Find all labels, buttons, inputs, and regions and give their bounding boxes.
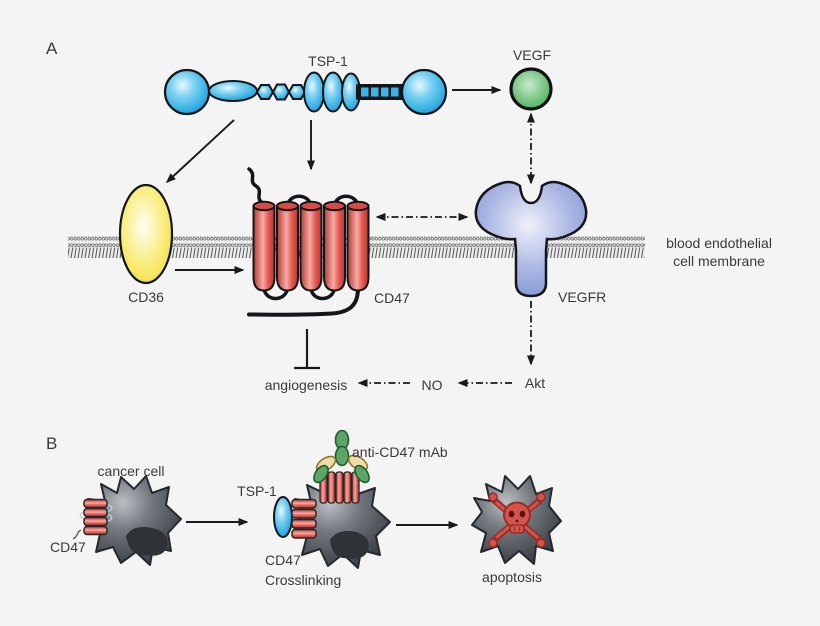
- panel-b-label: B: [46, 434, 57, 453]
- cancer-cell-label: cancer cell: [98, 463, 165, 479]
- solid-arrows: [165, 86, 502, 274]
- vegfr-label: VEGFR: [558, 289, 606, 305]
- cancer-cell-nucleus: [126, 527, 168, 556]
- antibody-fc: [334, 445, 350, 467]
- cancer-cell-nucleus: [330, 531, 369, 559]
- cd47-helix: [323, 205, 346, 292]
- apoptosis-label: apoptosis: [482, 569, 542, 585]
- cd47-helix-cap: [323, 200, 346, 212]
- panel-a-label: A: [46, 39, 58, 58]
- tsp1-label: TSP-1: [308, 53, 348, 69]
- antibody-fab-green: [313, 464, 329, 484]
- crosslinking-label-line1: CD47: [265, 552, 301, 568]
- cd47-receptor: [247, 167, 370, 317]
- cd47-helix: [276, 205, 299, 292]
- anti-cd47-antibody: [313, 429, 370, 484]
- membrane-label-line2: cell membrane: [673, 253, 765, 269]
- dashdot-arrows: [357, 112, 535, 387]
- cancer-cell-2: [273, 429, 391, 569]
- cd47-helix: [346, 205, 370, 292]
- cd47-helix-cap: [276, 200, 299, 212]
- cd36-receptor: [118, 183, 174, 285]
- cd47-n-terminus: [247, 167, 265, 205]
- skull-crossbones-icon: [488, 492, 546, 548]
- cd36-label: CD36: [128, 289, 164, 305]
- cd47-label: CD47: [374, 290, 410, 306]
- antibody-fab-green: [354, 464, 370, 484]
- membrane-label-line1: blood endothelial: [666, 235, 772, 251]
- tsp1-label-b: TSP-1: [237, 483, 277, 499]
- akt-label: Akt: [525, 375, 545, 391]
- apoptotic-cell: [471, 475, 562, 565]
- cd47-helix-cap: [252, 200, 276, 212]
- angiogenesis-label: angiogenesis: [265, 377, 348, 393]
- cd47-label-b: CD47: [50, 539, 86, 555]
- no-label: NO: [422, 377, 443, 393]
- anti-cd47-mab-label: anti-CD47 mAb: [352, 444, 448, 460]
- crosslinking-label-line2: Crosslinking: [265, 572, 341, 588]
- cd47-helix-cap: [299, 200, 323, 212]
- cd47-helix: [299, 205, 323, 292]
- arrow-tsp1-cd36: [165, 119, 235, 184]
- cd47-rods-side: [291, 498, 317, 539]
- inhibition-cd47-angiogenesis: [294, 329, 320, 370]
- vegfr-receptor: [474, 180, 588, 298]
- cd47-c-tail: [247, 286, 360, 317]
- tsp1-molecule: [163, 68, 448, 116]
- cd47-helix-cap: [346, 200, 370, 212]
- vegf-label: VEGF: [513, 47, 551, 63]
- tsp1-ellipse: [273, 496, 293, 538]
- cancer-cell-1: [72, 475, 182, 566]
- cd47-rods: [72, 498, 113, 540]
- vegf-circle: [509, 67, 553, 111]
- cd47-helix: [252, 205, 276, 292]
